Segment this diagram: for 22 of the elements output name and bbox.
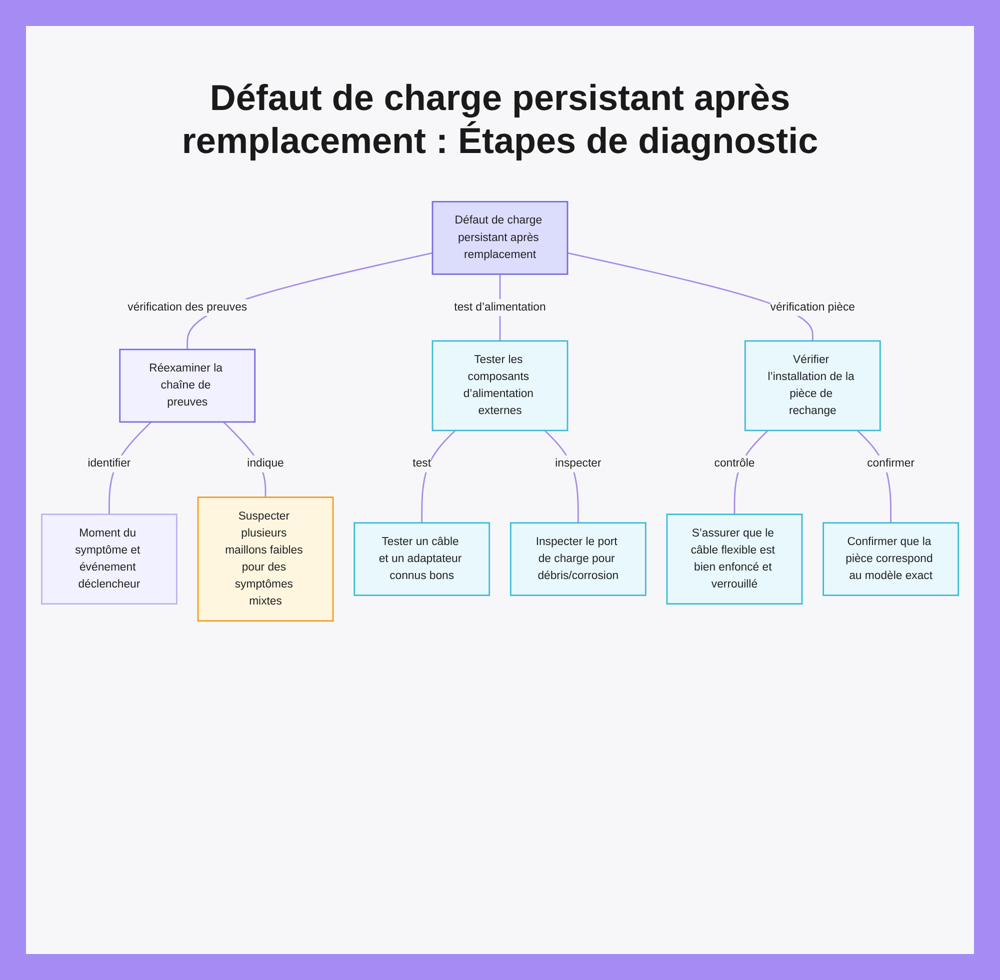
edge-label: test	[412, 457, 432, 470]
edge-label: identifier	[88, 457, 131, 470]
edge-label: indique	[247, 457, 284, 470]
node-box: Tester les composants d’alimentation externes	[432, 340, 568, 432]
node-box: Inspecter le port de charge pour débris/corrosion	[510, 522, 646, 596]
edge-label: inspecter	[555, 457, 602, 470]
connector	[421, 430, 456, 523]
edge-label: vérification des preuves	[128, 301, 248, 314]
node-box: Vérifier l’installation de la pièce de rechange	[744, 340, 881, 432]
node-box: Tester un câble et un adaptateur connus bons	[354, 522, 490, 596]
node-box: S’assurer que le câble flexible est bien enfoncé et verrouillé	[666, 514, 803, 605]
edge-label: confirmer	[867, 457, 914, 470]
node-box: Défaut de charge persistant après remplacement	[432, 200, 568, 275]
edge-label: vérification pièce	[770, 301, 855, 314]
node-box: Suspecter plusieurs maillons faibles pour des symptômes mixtes	[197, 496, 334, 622]
edge-label: contrôle	[714, 457, 755, 470]
node-box: Moment du symptôme et événement déclencheur	[40, 514, 178, 605]
edge-label: test d’alimentation	[454, 301, 546, 314]
node-box: Confirmer que la pièce correspond au modèle exact	[822, 522, 960, 596]
connector	[567, 252, 814, 341]
diagram-title: Défaut de charge persistant après remplacement : Étapes de diagnostic	[180, 76, 820, 162]
node-box: Réexaminer la chaîne de preuves	[119, 348, 256, 423]
